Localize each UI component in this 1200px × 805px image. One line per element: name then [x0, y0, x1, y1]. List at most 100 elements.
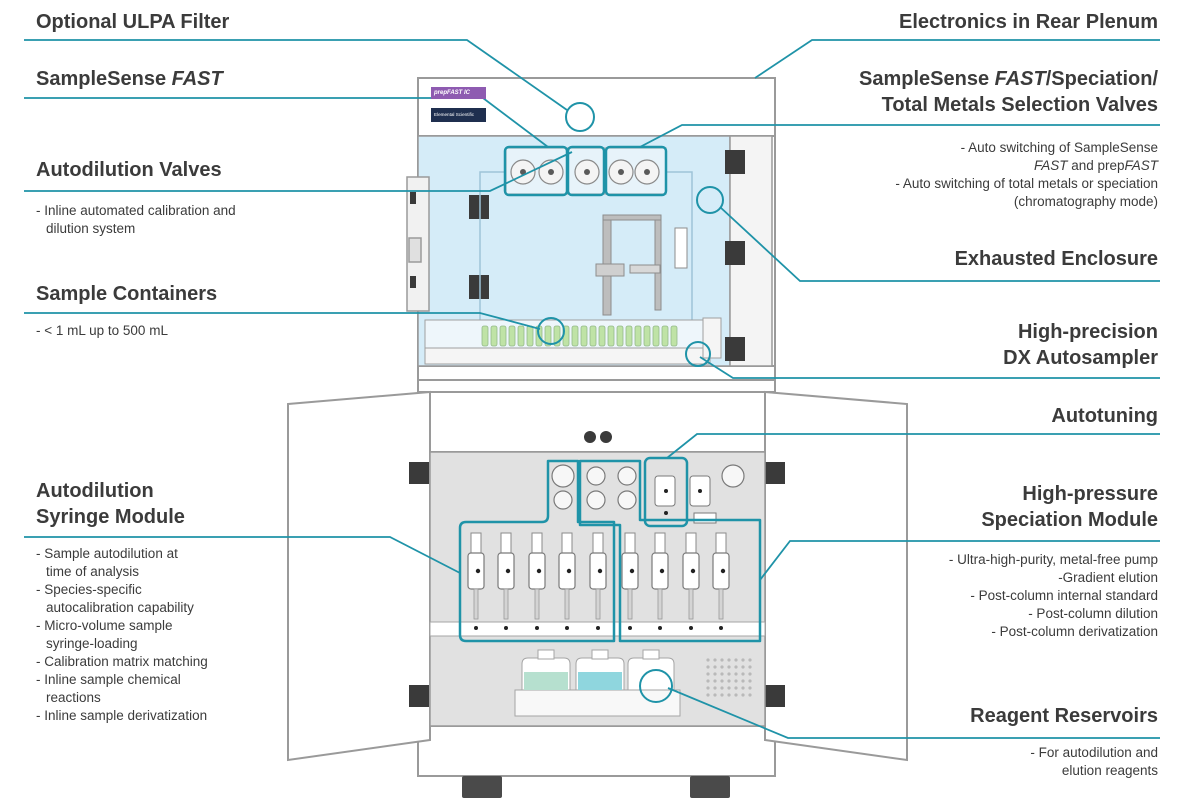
syringe-plunger: [534, 588, 540, 620]
desc-line: time of analysis: [46, 564, 140, 579]
desc-syringe-module: - Sample autodilution at time of analysi…: [36, 545, 208, 725]
label-selection-line1: SampleSense FAST/Speciation/: [859, 66, 1158, 92]
vent-hole: [748, 693, 752, 697]
syringe-dot: [536, 568, 542, 574]
sample-tube: [661, 325, 669, 347]
syringe-plunger: [627, 588, 633, 620]
vent-hole: [706, 693, 710, 697]
selection-text-em: FAST: [994, 68, 1046, 90]
vent-hole: [734, 658, 738, 662]
desc-selection-valves: - Auto switching of SampleSense FAST and…: [895, 139, 1158, 211]
vent-hole: [720, 665, 724, 669]
desc-line: dilution system: [46, 221, 136, 236]
vent-hole: [748, 672, 752, 676]
label-samplesense-em: FAST: [171, 68, 223, 90]
callout-lines: [24, 39, 1160, 739]
vent-hole: [741, 665, 745, 669]
autosampler-arm: [595, 214, 688, 316]
syringe-highlight: [458, 456, 762, 643]
desc-line: - < 1 mL up to 500 mL: [36, 323, 168, 338]
desc-line: - Calibration matrix matching: [36, 654, 208, 669]
desc-line: - Sample autodilution at: [36, 546, 178, 561]
sample-tube: [589, 325, 597, 347]
desc-line: - Ultra-high-purity, metal-free pump: [948, 552, 1158, 567]
vent-hole: [734, 686, 738, 690]
label-selection-line2: Total Metals Selection Valves: [881, 94, 1158, 116]
syringe-plunger: [657, 588, 663, 620]
vent-hole: [720, 693, 724, 697]
desc-line: - For autodilution and: [1030, 745, 1158, 760]
sample-tube: [544, 325, 552, 347]
vent-hole: [741, 672, 745, 676]
label-syringe-line1: Autodilution: [36, 480, 154, 502]
vent-hole: [720, 679, 724, 683]
sample-tube: [652, 325, 660, 347]
syringe: [621, 532, 639, 630]
syringe-base-dot: [628, 626, 632, 630]
syringe: [558, 532, 576, 630]
vent-hole: [741, 679, 745, 683]
right-door: [764, 390, 908, 762]
selection-text-a: SampleSense: [859, 68, 995, 90]
desc-line: - Inline sample derivatization: [36, 708, 208, 723]
vent-hole: [734, 679, 738, 683]
label-selection-valves: SampleSense FAST/Speciation/ Total Metal…: [859, 66, 1158, 118]
desc-line: reactions: [46, 690, 101, 705]
syringe-plunger: [688, 588, 694, 620]
vent-hole: [727, 672, 731, 676]
brand-plate-top: prepFAST IC: [431, 87, 486, 99]
syringe-plunger: [718, 588, 724, 620]
vent-hole: [706, 665, 710, 669]
vent-hole: [748, 658, 752, 662]
vent-hole: [713, 679, 717, 683]
desc-em: FAST: [1124, 158, 1159, 173]
label-hp-speciation: High-pressure Speciation Module: [981, 481, 1158, 533]
label-hp-line1: High-pressure: [1022, 483, 1158, 505]
syringe-cap: [685, 532, 697, 554]
desc-autodilution-valves: - Inline automated calibration and dilut…: [36, 202, 236, 238]
syringe-dot: [597, 568, 603, 574]
sample-tube: [634, 325, 642, 347]
vent-hole: [727, 679, 731, 683]
sample-racks: [424, 319, 716, 365]
syringe-dot: [566, 568, 572, 574]
label-ulpa-filter: Optional ULPA Filter: [36, 11, 230, 33]
syringe: [589, 532, 607, 630]
sample-tube: [643, 325, 651, 347]
desc-hp-speciation: - Ultra-high-purity, metal-free pump -Gr…: [949, 551, 1158, 641]
syringe-dot: [505, 568, 511, 574]
sample-tube: [508, 325, 516, 347]
tuning-dot: [664, 489, 668, 493]
syringe-dot: [629, 568, 635, 574]
desc-line: - Auto switching of total metals or spec…: [895, 176, 1158, 191]
vent-hole: [713, 693, 717, 697]
vent-hole: [741, 658, 745, 662]
syringe-dot: [659, 568, 665, 574]
vent-hole: [706, 672, 710, 676]
selection-text-b: /Speciation/: [1045, 68, 1158, 90]
sample-tube: [625, 325, 633, 347]
vent-hole: [727, 658, 731, 662]
vent-hole: [727, 665, 731, 669]
syringe-cap: [654, 532, 666, 554]
syringe-dot: [475, 568, 481, 574]
vent-hole: [706, 658, 710, 662]
syringe-cap: [561, 532, 573, 554]
tuning-dot: [698, 489, 702, 493]
vent-hole: [741, 693, 745, 697]
desc-line: FAST and prepFAST: [895, 157, 1158, 175]
syringe-base-dot: [596, 626, 600, 630]
syringe: [651, 532, 669, 630]
syringe-dot: [690, 568, 696, 574]
side-door-panel: [729, 135, 773, 367]
syringe-base-dot: [719, 626, 723, 630]
vent-hole: [741, 686, 745, 690]
syringe-cap: [592, 532, 604, 554]
reagent-bottles: [514, 649, 681, 717]
vent-hole: [720, 686, 724, 690]
vent-hole: [734, 693, 738, 697]
desc-line: - Auto switching of SampleSense: [960, 140, 1158, 155]
sample-tube: [670, 325, 678, 347]
syringe-plunger: [473, 588, 479, 620]
